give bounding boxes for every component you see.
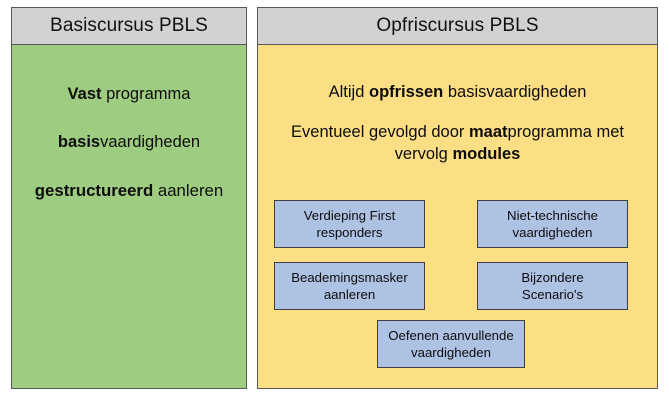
subbox-bijzondere-scenarios[interactable]: Bijzondere Scenario's — [477, 262, 628, 310]
left-line-1-rest: programma — [101, 85, 191, 103]
right-p1-pre: Altijd — [328, 83, 369, 101]
subbox-b-line2: vaardigheden — [512, 225, 593, 240]
subbox-oefenen-aanvullende-vaardigheden-label: Oefenen aanvullende vaardigheden — [388, 327, 513, 362]
left-line-basisvaardigheden: basisvaardigheden — [12, 133, 246, 153]
right-p2-bold: maat — [468, 123, 508, 141]
subbox-d-line2: Scenario's — [521, 287, 584, 302]
panel-header-basiscursus-label: Basiscursus PBLS — [50, 15, 208, 36]
subbox-d-line1: Bijzondere — [521, 269, 584, 285]
right-p1-bold: opfrissen — [368, 83, 444, 101]
subbox-verdieping-first-responders[interactable]: Verdieping First responders — [274, 200, 425, 248]
right-p2-bold2: modules — [452, 144, 521, 163]
panel-body-opfriscursus: Altijd opfrissen basisvaardigheden Event… — [257, 45, 658, 389]
left-line-vast-programma: Vast programma — [12, 85, 246, 105]
right-p1-post: basisvaardigheden — [443, 83, 587, 101]
subbox-beademingsmasker-aanleren-label: Beademingsmasker aanleren — [291, 269, 408, 304]
column-basiscursus: Basiscursus PBLS Vast programma basisvaa… — [11, 7, 247, 389]
left-line-2-rest: vaardigheden — [100, 132, 201, 151]
column-opfriscursus: Opfriscursus PBLS Altijd opfrissen basis… — [257, 7, 658, 389]
panel-header-opfriscursus-label: Opfriscursus PBLS — [376, 15, 539, 36]
right-p2-pre: Eventueel gevolgd door — [291, 123, 469, 141]
subbox-niet-technische-vaardigheden[interactable]: Niet-technische vaardigheden — [477, 200, 628, 248]
right-p2-mid: programma met vervolg — [394, 123, 624, 163]
subbox-verdieping-first-responders-label: Verdieping First responders — [304, 207, 396, 242]
subbox-c-line1: Beademingsmasker — [291, 269, 408, 285]
left-line-gestructureerd-aanleren: gestructureerd aanleren — [12, 181, 246, 201]
subbox-oefenen-aanvullende-vaardigheden[interactable]: Oefenen aanvullende vaardigheden — [377, 320, 525, 368]
subbox-a-line2: responders — [316, 225, 383, 240]
panel-header-opfriscursus: Opfriscursus PBLS — [257, 7, 658, 45]
subbox-beademingsmasker-aanleren[interactable]: Beademingsmasker aanleren — [274, 262, 425, 310]
subbox-b-line1: Niet-technische — [507, 207, 598, 223]
left-line-3-rest: aanleren — [153, 180, 224, 200]
subbox-c-line2: aanleren — [323, 287, 376, 302]
subbox-niet-technische-vaardigheden-label: Niet-technische vaardigheden — [507, 207, 598, 242]
panel-body-basiscursus: Vast programma basisvaardigheden gestruc… — [11, 45, 247, 389]
right-paragraph-eventueel-gevolgd: Eventueel gevolgd door maatprogramma met… — [258, 122, 657, 166]
subbox-bijzondere-scenarios-label: Bijzondere Scenario's — [521, 269, 583, 304]
subbox-e-line2: vaardigheden — [411, 345, 491, 360]
subbox-e-line1: Oefenen aanvullende — [388, 327, 514, 343]
panel-header-basiscursus: Basiscursus PBLS — [11, 7, 247, 45]
subbox-a-line1: Verdieping First — [303, 207, 396, 223]
left-line-1-bold: Vast — [67, 85, 102, 103]
right-paragraph-altijd-opfrissen: Altijd opfrissen basisvaardigheden — [258, 82, 657, 104]
left-line-2-bold: basis — [57, 132, 101, 151]
left-line-3-bold: gestructureerd — [34, 180, 154, 200]
